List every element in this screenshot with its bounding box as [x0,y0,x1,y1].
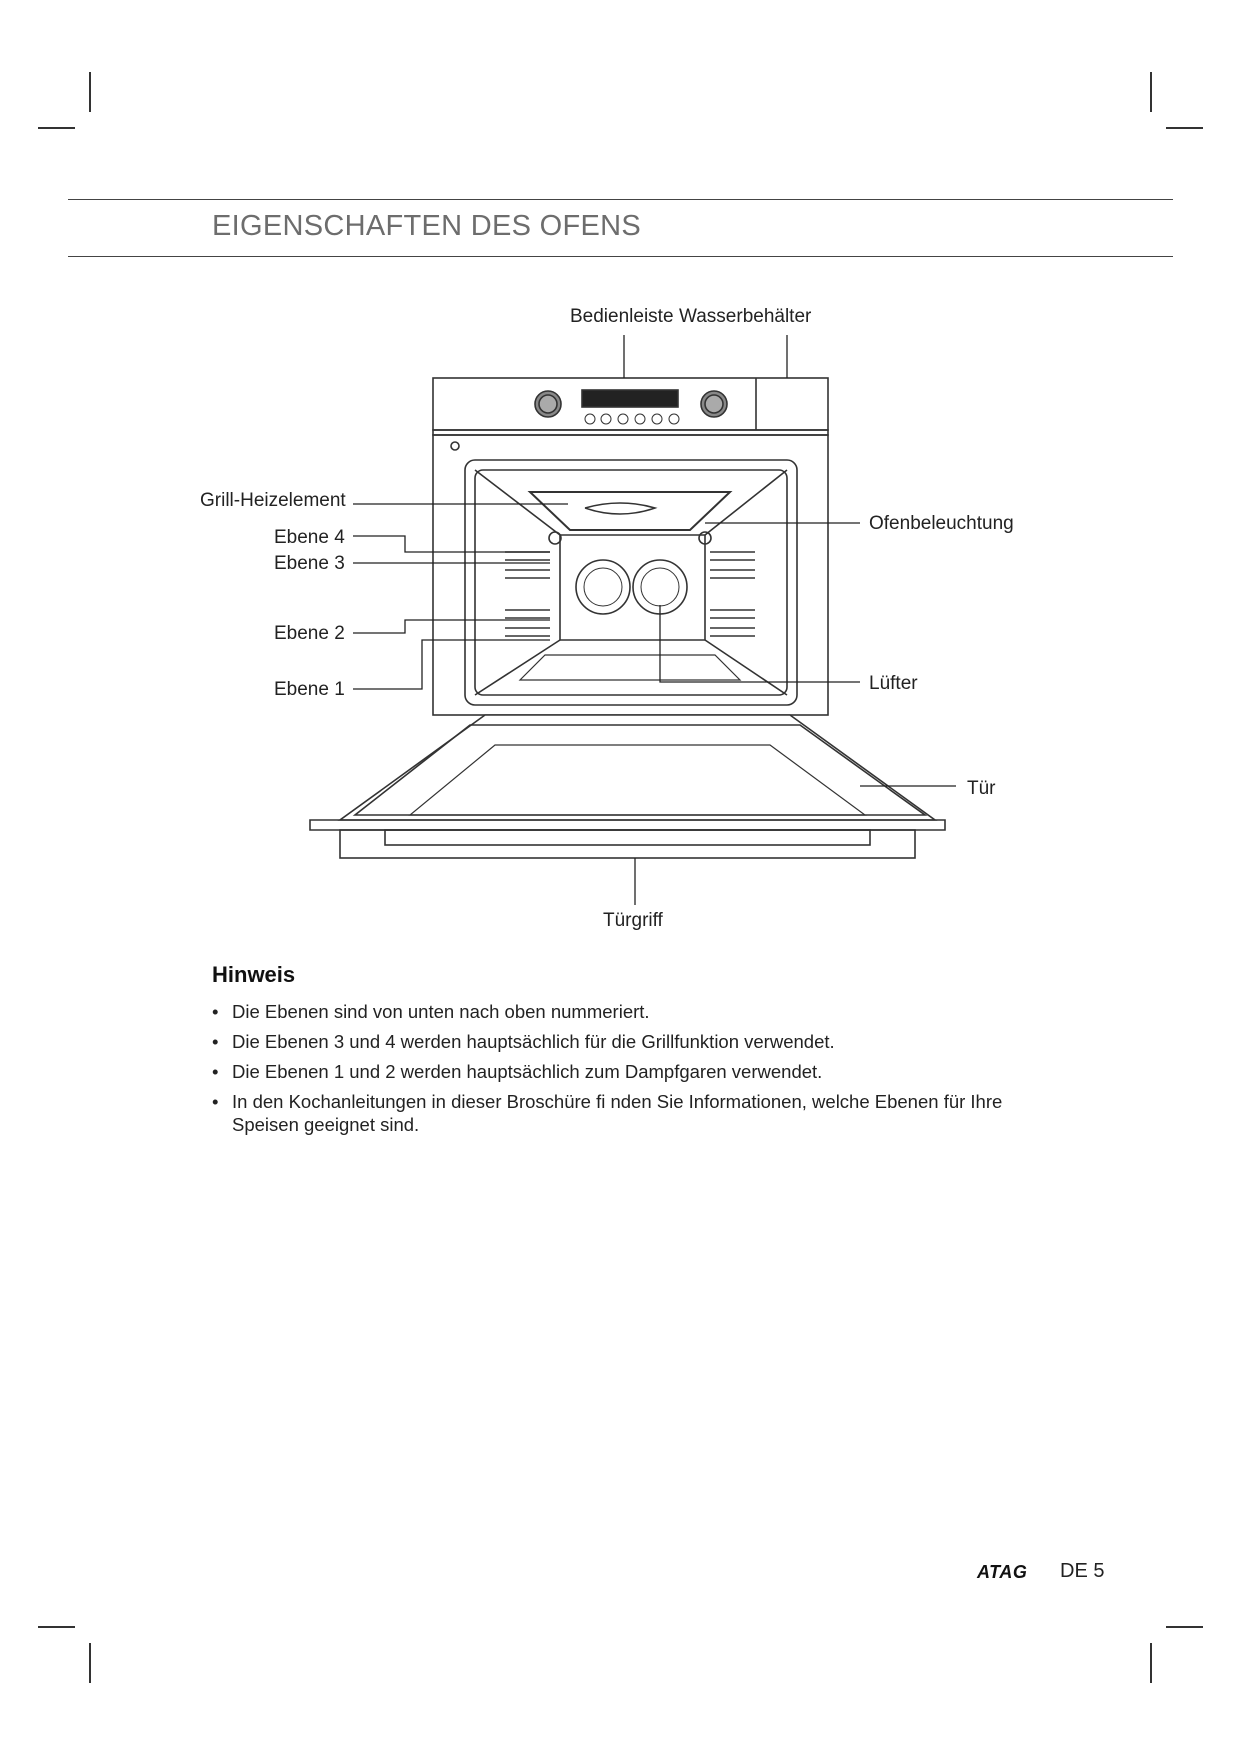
label-level-2: Ebene 2 [274,623,345,644]
crop-mark-bottom-left-v [89,1643,91,1683]
bullet-icon: • [212,1091,219,1112]
label-level-1: Ebene 1 [274,679,345,700]
label-door: Tür [967,778,996,799]
header-rule-bottom [68,256,1173,257]
note-section: Hinweis • Die Ebenen sind von unten nach … [212,962,1042,1143]
page-title: EIGENSCHAFTEN DES OFENS [212,210,642,242]
note-item-text: Die Ebenen 3 und 4 werden hauptsächlich … [232,1031,835,1052]
note-item: • Die Ebenen 3 und 4 werden hauptsächlich… [212,1030,1042,1053]
crop-mark-top-right-h [1166,127,1203,129]
note-item: • In den Kochanleitungen in dieser Brosch… [212,1090,1042,1136]
crop-mark-top-left-h [38,127,75,129]
crop-mark-bottom-right-h [1166,1626,1203,1628]
note-list: • Die Ebenen sind von unten nach oben num… [212,1000,1042,1136]
bullet-icon: • [212,1001,219,1022]
crop-mark-bottom-left-h [38,1626,75,1628]
crop-mark-bottom-right-v [1150,1643,1152,1683]
note-heading: Hinweis [212,962,296,987]
note-item: • Die Ebenen sind von unten nach oben num… [212,1000,1042,1023]
note-item: • Die Ebenen 1 und 2 werden hauptsächlich… [212,1060,1042,1083]
bullet-icon: • [212,1031,219,1052]
oven-diagram [309,335,956,905]
oven-door-illustration [309,714,946,859]
page-number: DE 5 [1060,1560,1105,1582]
header-rule-top [68,199,1173,200]
label-control-panel: Bedienleiste [570,306,674,327]
label-grill-element: Grill-Heizelement [200,490,346,511]
label-water-tank: Wasserbehälter [679,306,812,327]
note-item-text: Die Ebenen sind von unten nach oben numm… [232,1001,650,1022]
note-item-text: Die Ebenen 1 und 2 werden hauptsächlich … [232,1061,823,1082]
crop-mark-top-left-v [89,72,91,112]
control-panel-illustration [432,377,829,436]
bullet-icon: • [212,1061,219,1082]
label-level-4: Ebene 4 [274,527,345,548]
label-oven-light: Ofenbeleuchtung [869,513,1014,534]
label-fan: Lüfter [869,673,918,694]
note-item-text: In den Kochanleitungen in dieser Broschü… [232,1091,1003,1135]
crop-mark-top-right-v [1150,72,1152,112]
brand-logo: ATAG [977,1562,1028,1582]
oven-body-illustration [432,434,829,716]
label-level-3: Ebene 3 [274,553,345,574]
label-door-handle: Türgriff [603,910,663,931]
